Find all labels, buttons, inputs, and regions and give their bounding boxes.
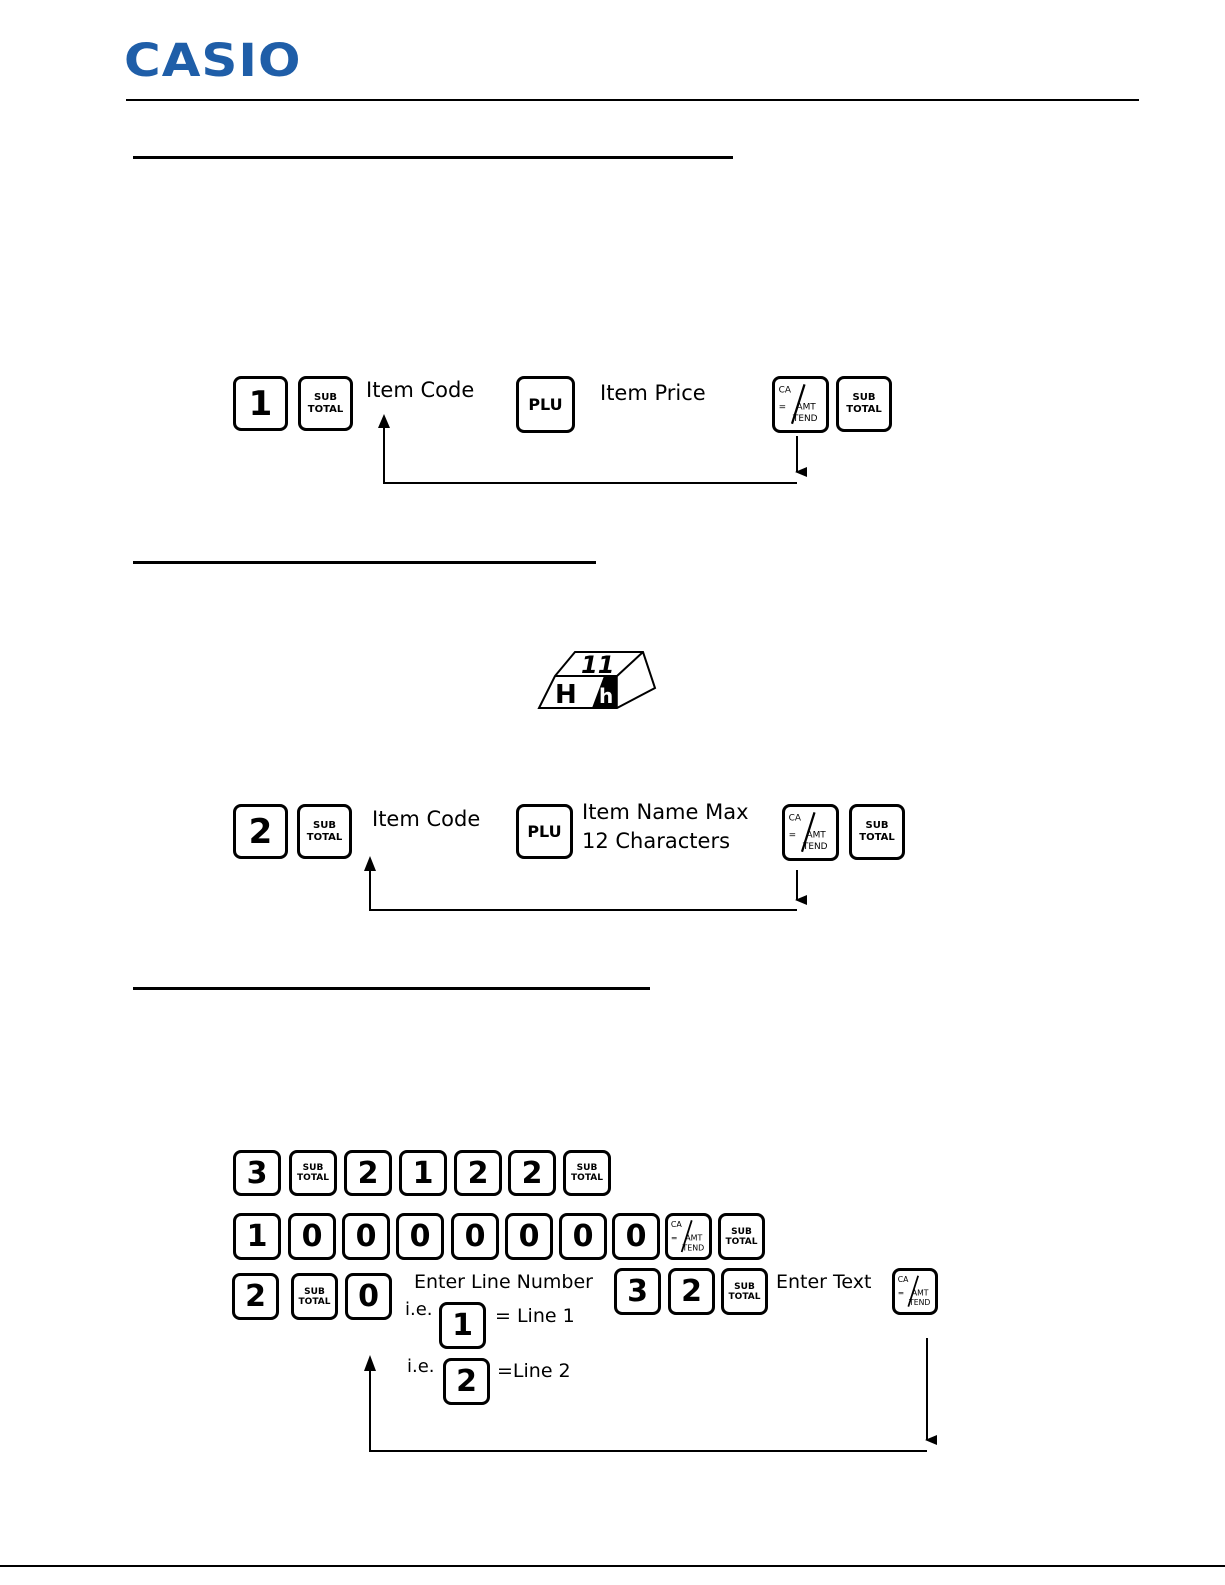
line-1-label: = Line 1: [495, 1305, 575, 1327]
key-0: 0: [559, 1213, 607, 1260]
subtotal-key-top: SUB: [576, 1163, 598, 1173]
subtotal-key-bottom: TOTAL: [307, 403, 344, 415]
ca-amt: AMT: [806, 830, 826, 840]
ca-tend: TEND: [802, 842, 828, 852]
ca-tend: TEND: [681, 1244, 704, 1253]
hh-key-right: h: [599, 684, 613, 708]
subtotal-key-top: SUB: [302, 1163, 324, 1173]
item-price-label: Item Price: [600, 381, 706, 405]
ca-amt-tend-key: CA = AMT TEND: [782, 804, 839, 861]
item-code-label: Item Code: [372, 807, 481, 831]
ca-tend: TEND: [908, 1298, 930, 1307]
subtotal-key: SUB TOTAL: [291, 1273, 338, 1320]
key-2: 2: [232, 1273, 279, 1320]
subtotal-key-bottom: TOTAL: [859, 832, 895, 843]
key-1: 1: [399, 1150, 447, 1196]
key-2: 2: [233, 804, 288, 859]
section-3-heading-line: [133, 987, 650, 990]
subtotal-key-top: SUB: [314, 391, 337, 403]
subtotal-key-top: SUB: [734, 1281, 755, 1292]
ca-amt-tend-key: CA = AMT TEND: [665, 1213, 712, 1260]
ca-text: CA: [671, 1220, 683, 1229]
ca-tend: TEND: [792, 414, 818, 424]
subtotal-key-top: SUB: [852, 392, 876, 403]
hh-key-top: 11: [581, 651, 614, 679]
ca-amt: AMT: [912, 1288, 929, 1297]
key-2: 2: [508, 1150, 556, 1196]
key-0: 0: [342, 1213, 390, 1260]
item-name-line1: Item Name Max: [582, 800, 749, 824]
header-divider: [126, 99, 1139, 101]
subtotal-key: SUB TOTAL: [297, 804, 352, 859]
subtotal-key: SUB TOTAL: [289, 1150, 337, 1196]
key-0: 0: [345, 1273, 392, 1320]
key-3: 3: [233, 1150, 281, 1196]
key-1: 1: [233, 376, 288, 431]
plu-key: PLU: [516, 376, 575, 433]
subtotal-key-bottom: TOTAL: [298, 1296, 331, 1307]
subtotal-key-bottom: TOTAL: [728, 1291, 761, 1302]
key-2: 2: [344, 1150, 392, 1196]
item-code-label: Item Code: [366, 378, 475, 402]
subtotal-key-bottom: TOTAL: [725, 1236, 758, 1247]
ca-amt-tend-key: CA = AMT TEND: [892, 1268, 938, 1315]
subtotal-key: SUB TOTAL: [563, 1150, 611, 1196]
ca-amt: AMT: [685, 1233, 702, 1242]
subtotal-key: SUB TOTAL: [718, 1213, 765, 1260]
ca-eq: =: [779, 402, 787, 412]
key-0: 0: [612, 1213, 660, 1260]
subtotal-key: SUB TOTAL: [849, 804, 905, 860]
key-0: 0: [505, 1213, 553, 1260]
subtotal-key-bottom: TOTAL: [306, 831, 343, 843]
key-2: 2: [668, 1268, 715, 1315]
key-1: 1: [439, 1302, 486, 1349]
ie-label-1: i.e.: [405, 1299, 433, 1320]
section-1-heading-line: [133, 156, 733, 159]
ca-eq: =: [898, 1288, 904, 1297]
subtotal-key-bottom: TOTAL: [571, 1173, 603, 1183]
subtotal-key-top: SUB: [731, 1226, 752, 1237]
subtotal-key: SUB TOTAL: [298, 376, 353, 431]
subtotal-key-top: SUB: [313, 819, 336, 831]
subtotal-key-top: SUB: [304, 1286, 325, 1297]
hh-key-illustration: 11 H h: [537, 651, 657, 710]
enter-line-number-label: Enter Line Number: [414, 1271, 593, 1293]
ca-text: CA: [898, 1275, 909, 1284]
ca-amt: AMT: [796, 402, 816, 412]
ca-eq: =: [671, 1233, 678, 1242]
subtotal-key-top: SUB: [865, 820, 889, 831]
subtotal-key-bottom: TOTAL: [297, 1173, 329, 1183]
key-1: 1: [233, 1213, 281, 1260]
subtotal-key: SUB TOTAL: [721, 1268, 768, 1315]
plu-key: PLU: [516, 804, 573, 859]
subtotal-key-bottom: TOTAL: [846, 404, 882, 415]
ca-amt-tend-key: CA = AMT TEND: [772, 376, 829, 433]
casio-logo: CASIO: [124, 34, 302, 87]
key-0: 0: [288, 1213, 336, 1260]
enter-text-label: Enter Text: [776, 1271, 872, 1293]
section-2-heading-line: [133, 561, 596, 564]
key-2: 2: [443, 1358, 490, 1405]
key-0: 0: [451, 1213, 499, 1260]
line-2-label: =Line 2: [497, 1360, 571, 1382]
ie-label-2: i.e.: [407, 1356, 435, 1377]
ca-text: CA: [779, 385, 792, 395]
key-2: 2: [454, 1150, 502, 1196]
key-3: 3: [614, 1268, 661, 1315]
footer-divider: [0, 1565, 1225, 1567]
item-name-line2: 12 Characters: [582, 829, 731, 853]
subtotal-key: SUB TOTAL: [836, 376, 892, 432]
hh-key-left: H: [555, 680, 577, 710]
ca-eq: =: [789, 830, 797, 840]
key-0: 0: [396, 1213, 444, 1260]
ca-text: CA: [789, 813, 802, 823]
